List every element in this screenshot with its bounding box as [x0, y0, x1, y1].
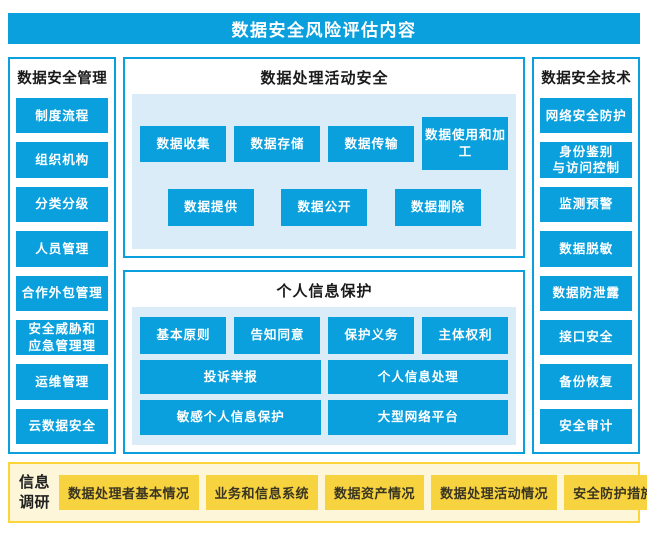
node-interface-security: 接口安全 — [540, 319, 632, 356]
node-security-protection-measures: 安全防护措施 — [564, 475, 647, 510]
node-backup-recovery: 备份恢复 — [540, 364, 632, 400]
node-large-network-platform: 大型网络平台 — [327, 400, 509, 435]
personal-box-inner-panel: 基本原则 告知同意 保护义务 主体权利 投诉举报 个人信息处理 敏感个人信息保护… — [132, 307, 517, 445]
node-data-deletion: 数据删除 — [394, 189, 481, 226]
bottom-panel-title: 信息 调研 — [19, 474, 51, 511]
bottom-panel-information-survey: 信息 调研 数据处理者基本情况 业务和信息系统 数据资产情况 数据处理活动情况 … — [8, 462, 647, 523]
node-data-collection: 数据收集 — [140, 125, 227, 162]
node-data-storage: 数据存储 — [234, 125, 321, 162]
personal-row-3: 敏感个人信息保护 大型网络平台 — [140, 400, 509, 435]
box-personal-information-protection: 个人信息保护 基本原则 告知同意 保护义务 主体权利 投诉举报 个人信息处理 敏… — [123, 270, 526, 454]
node-data-processing-activity-status: 数据处理活动情况 — [431, 475, 558, 510]
node-basic-principles: 基本原则 — [140, 317, 227, 354]
main-row: 数据安全管理 制度流程 组织机构 分类分级 人员管理 合作外包管理 安全威胁和 … — [8, 57, 640, 454]
node-personal-info-processing: 个人信息处理 — [327, 359, 509, 395]
process-row-1: 数据收集 数据存储 数据传输 数据使用和加工 — [140, 117, 509, 170]
left-panel-title: 数据安全管理 — [17, 71, 108, 87]
process-row-2: 数据提供 数据公开 数据删除 — [140, 189, 508, 226]
diagram-title-banner: 数据安全风险评估内容 — [8, 13, 640, 44]
node-data-masking: 数据脱敏 — [540, 231, 632, 267]
process-box-inner-panel: 数据收集 数据存储 数据传输 数据使用和加工 数据提供 数据公开 数据删除 — [132, 94, 517, 249]
node-classification-grading: 分类分级 — [16, 186, 109, 223]
process-box-title: 数据处理活动安全 — [260, 70, 389, 87]
node-data-provision: 数据提供 — [167, 189, 254, 226]
personal-row-2: 投诉举报 个人信息处理 — [140, 359, 509, 395]
box-data-processing-activity-security: 数据处理活动安全 数据收集 数据存储 数据传输 数据使用和加工 数据提供 数据公… — [123, 57, 526, 258]
node-business-information-systems: 业务和信息系统 — [205, 475, 319, 510]
personal-row-1: 基本原则 告知同意 保护义务 主体权利 — [140, 317, 509, 354]
node-informed-consent: 告知同意 — [234, 317, 321, 354]
node-data-use-processing: 数据使用和加工 — [422, 117, 509, 170]
node-monitoring-early-warning: 监测预警 — [540, 186, 632, 223]
node-outsourcing-management: 合作外包管理 — [16, 275, 109, 311]
left-panel-data-security-management: 数据安全管理 制度流程 组织机构 分类分级 人员管理 合作外包管理 安全威胁和 … — [8, 57, 117, 454]
right-panel-data-security-technology: 数据安全技术 网络安全防护 身份鉴别 与访问控制 监测预警 数据脱敏 数据防泄露… — [532, 57, 640, 454]
middle-column: 数据处理活动安全 数据收集 数据存储 数据传输 数据使用和加工 数据提供 数据公… — [123, 57, 526, 454]
node-organization: 组织机构 — [16, 142, 109, 178]
node-complaints-reporting: 投诉举报 — [140, 359, 321, 395]
node-subject-rights: 主体权利 — [422, 317, 509, 354]
personal-box-title: 个人信息保护 — [276, 283, 373, 300]
node-threat-emergency-management: 安全威胁和 应急管理理 — [16, 319, 109, 356]
node-identity-access-control: 身份鉴别 与访问控制 — [540, 142, 632, 178]
node-data-processor-basic-info: 数据处理者基本情况 — [59, 475, 199, 510]
node-cloud-data-security: 云数据安全 — [16, 408, 109, 444]
node-operations-management: 运维管理 — [16, 364, 109, 400]
right-panel-title: 数据安全技术 — [541, 71, 632, 87]
node-institution-process: 制度流程 — [16, 98, 109, 134]
node-personnel-management: 人员管理 — [16, 231, 109, 267]
node-data-leak-prevention: 数据防泄露 — [540, 275, 632, 311]
node-data-disclosure: 数据公开 — [281, 189, 368, 226]
node-security-audit: 安全审计 — [540, 408, 632, 444]
node-data-asset-status: 数据资产情况 — [325, 475, 425, 510]
node-data-transmission: 数据传输 — [328, 125, 415, 162]
node-network-security-protection: 网络安全防护 — [540, 98, 632, 134]
node-protection-obligations: 保护义务 — [328, 317, 415, 354]
node-sensitive-personal-info-protection: 敏感个人信息保护 — [140, 400, 321, 435]
